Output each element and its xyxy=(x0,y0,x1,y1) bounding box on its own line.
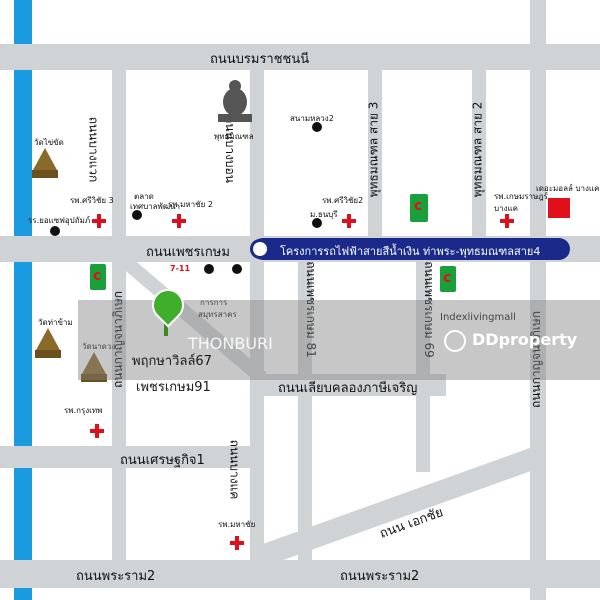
place-hosp-1: รพ.ศรีวิชัย 3 xyxy=(70,196,114,205)
road-label-liap-khlong: ถนนเลียบคลองภาษีเจริญ xyxy=(278,381,418,396)
school-icon xyxy=(312,122,322,132)
road-v-81 xyxy=(298,262,312,560)
road-rama2 xyxy=(0,560,600,588)
school-icon xyxy=(232,264,242,274)
place-temple-2: วัดท่าข้าม xyxy=(38,318,73,327)
place-school-3: ม.ธนบุรี xyxy=(310,210,338,219)
road-label-rama2-left: ถนนพระราม2 xyxy=(76,569,156,584)
school-icon xyxy=(312,218,322,228)
road-label-v-3: พุทธมณฑล สาย 3 xyxy=(366,101,381,198)
road-top xyxy=(0,44,600,70)
place-hosp-4b: บางแค xyxy=(494,204,518,213)
road-label-v-bangbon: ถนนบางบอน xyxy=(222,116,237,183)
road-label-v-2: พุทธมณฑล สาย 2 xyxy=(470,101,485,198)
store-icon xyxy=(410,194,428,222)
store-icon xyxy=(440,266,456,292)
hospital-icon xyxy=(92,214,106,228)
temple-base xyxy=(81,374,107,382)
road-label-top: ถนนบรมราชชนนี xyxy=(210,52,310,67)
mall-logo xyxy=(548,198,570,218)
store-logo: c xyxy=(93,268,102,284)
place-school-1: รร.ยอแซฟอุปถัมภ์ xyxy=(28,216,91,225)
store-icon xyxy=(90,264,106,290)
property-sub: เพชรเกษม91 xyxy=(136,380,211,395)
place-temple-1: วัดไข่ขัด xyxy=(34,138,64,147)
place-hosp-4: รพ.เกษมราษฎร์ xyxy=(494,192,548,201)
buddha-icon xyxy=(218,80,252,122)
brand-name: DDproperty xyxy=(472,330,578,349)
watermark-letters: THONBURI xyxy=(188,334,273,353)
temple-icon xyxy=(36,328,60,350)
place-market: ตลาด xyxy=(134,192,154,201)
place-market-2: เทศบาลพัฒนา xyxy=(130,202,181,211)
place-hosp-6: รพ.มหาชัย xyxy=(218,520,256,529)
road-v-69 xyxy=(416,262,430,472)
road-label-v-bangkhae: ถนนบางแค xyxy=(227,439,242,500)
road-label-v-left: ถนนบางแวก xyxy=(86,116,101,183)
store-logo: c xyxy=(443,270,452,286)
store-logo: c xyxy=(414,198,423,214)
road-v-2 xyxy=(472,70,486,236)
rail-line xyxy=(252,238,570,260)
place-school-2: สนามหลวง2 xyxy=(290,114,334,123)
place-school-4: การการ xyxy=(200,298,228,307)
hospital-icon xyxy=(342,214,356,228)
temple-icon xyxy=(33,148,57,170)
rail-station-icon xyxy=(250,239,270,259)
school-icon xyxy=(50,226,60,236)
brand-logo-icon xyxy=(444,330,466,352)
road-label-phetkasem: ถนนเพชรเกษม xyxy=(146,245,230,260)
road-label-rama2-right: ถนนพระราม2 xyxy=(340,569,420,584)
road-label-setthakit: ถนนเศรษฐกิจ1 xyxy=(120,453,205,468)
temple-base xyxy=(35,350,61,358)
temple-base xyxy=(32,170,58,178)
place-index: Indexlivingmall xyxy=(440,312,516,323)
road-v-left xyxy=(112,70,126,560)
place-hosp-5: รพ.กรุงเทพ xyxy=(64,406,103,415)
hospital-icon xyxy=(90,424,104,438)
hospital-icon xyxy=(500,214,514,228)
hospital-icon xyxy=(230,536,244,550)
market-icon xyxy=(132,210,142,220)
place-seven: 7-11 xyxy=(170,264,191,273)
rail-label: โครงการรถไฟฟ้าสายสีน้ำเงิน ท่าพระ-พุทธมณ… xyxy=(280,245,541,258)
school-icon xyxy=(204,264,214,274)
place-temple-3: วัดนาดวง xyxy=(82,342,116,351)
road-v-3 xyxy=(368,70,382,236)
hospital-icon xyxy=(172,214,186,228)
place-school-5: สมุทรสาคร xyxy=(198,310,237,319)
temple-icon xyxy=(82,352,106,374)
property-name: พฤกษาวิลล์67 xyxy=(132,354,212,369)
road-v-bangbon xyxy=(250,70,264,560)
place-mall: เดอะมอลล์ บางแค xyxy=(536,184,600,193)
place-hosp-2: รพ.มหาชัย 2 xyxy=(168,200,213,209)
place-hosp-3: รพ.ศรีวิชัย2 xyxy=(322,196,364,205)
place-buddha: พุทธมณฑล xyxy=(214,132,254,141)
